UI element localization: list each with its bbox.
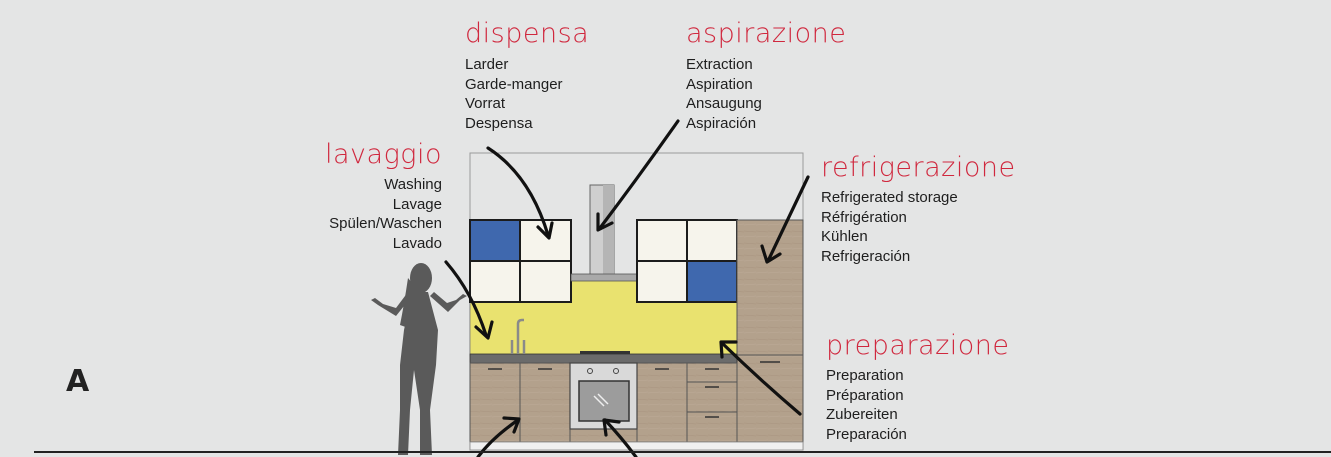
title-dispensa: dispensa — [465, 18, 590, 49]
label-aspirazione: aspirazione Extraction Aspiration Ansaug… — [686, 19, 846, 133]
line-dispensa-4: Despensa — [465, 114, 533, 132]
section-letter: A — [66, 364, 90, 399]
arrow-refrigerazione — [766, 175, 810, 263]
arrow-dispensa-head — [536, 221, 554, 240]
title-aspirazione: aspirazione — [686, 18, 847, 49]
arrow-aspirazione-head — [596, 212, 614, 232]
arrow-preparazione-head — [719, 340, 738, 359]
line-aspirazione-2: Aspiration — [686, 75, 753, 93]
line-aspirazione-1: Extraction — [686, 56, 753, 73]
extractor-hood — [570, 184, 638, 282]
title-refrigerazione: refrigerazione — [821, 152, 1016, 183]
arrow-oven — [603, 418, 638, 457]
arrow-aspirazione — [598, 119, 680, 230]
line-dispensa-2: Garde-manger — [465, 75, 563, 93]
line-aspirazione-4: Aspiración — [686, 114, 757, 132]
arrow-dispensa — [486, 146, 550, 237]
label-dispensa: dispensa Larder Garde-manger Vorrat Desp… — [465, 19, 589, 133]
label-refrigerazione: refrigerazione Refrigerated storage Réfr… — [821, 153, 1016, 266]
line-dispensa-1: Larder — [465, 56, 509, 73]
line-preparazione-1: Preparation — [826, 367, 904, 384]
line-refrigerazione-4: Refrigeración — [821, 247, 911, 265]
person-silhouette — [371, 263, 467, 455]
faucet-icon — [510, 318, 526, 354]
countertop — [469, 353, 738, 364]
label-preparazione: preparazione Preparation Préparation Zub… — [826, 331, 1010, 444]
arrow-base-left-head — [502, 416, 521, 434]
line-dispensa-3: Vorrat — [465, 95, 506, 112]
hob — [580, 351, 630, 354]
arrow-oven-head — [602, 418, 621, 437]
label-lavaggio: lavaggio Washing Lavage Spülen/Waschen L… — [325, 140, 442, 253]
arrow-lavaggio — [444, 260, 488, 337]
title-preparazione: preparazione — [826, 330, 1010, 361]
wall-cabinets-left — [469, 219, 572, 303]
title-lavaggio: lavaggio — [325, 139, 442, 170]
line-refrigerazione-1: Refrigerated storage — [821, 189, 958, 206]
wall-cabinets-right — [636, 219, 738, 303]
line-aspirazione-3: Ansaugung — [686, 95, 762, 112]
arrows — [444, 119, 810, 457]
arrow-base-left — [476, 418, 520, 457]
line-refrigerazione-2: Réfrigération — [821, 208, 907, 226]
line-lavaggio-3: Spülen/Waschen — [329, 215, 442, 232]
line-preparazione-2: Préparation — [826, 386, 904, 404]
arrow-lavaggio-head — [474, 320, 494, 340]
line-preparazione-4: Preparación — [826, 425, 907, 443]
line-lavaggio-4: Lavado — [392, 234, 442, 252]
line-refrigerazione-3: Kühlen — [821, 228, 868, 245]
line-preparazione-3: Zubereiten — [826, 406, 898, 423]
line-lavaggio-1: Washing — [384, 176, 442, 193]
oven — [569, 362, 638, 430]
line-lavaggio-2: Lavage — [392, 195, 442, 213]
arrow-preparazione — [720, 341, 802, 416]
arrow-refrigerazione-head — [760, 244, 782, 264]
